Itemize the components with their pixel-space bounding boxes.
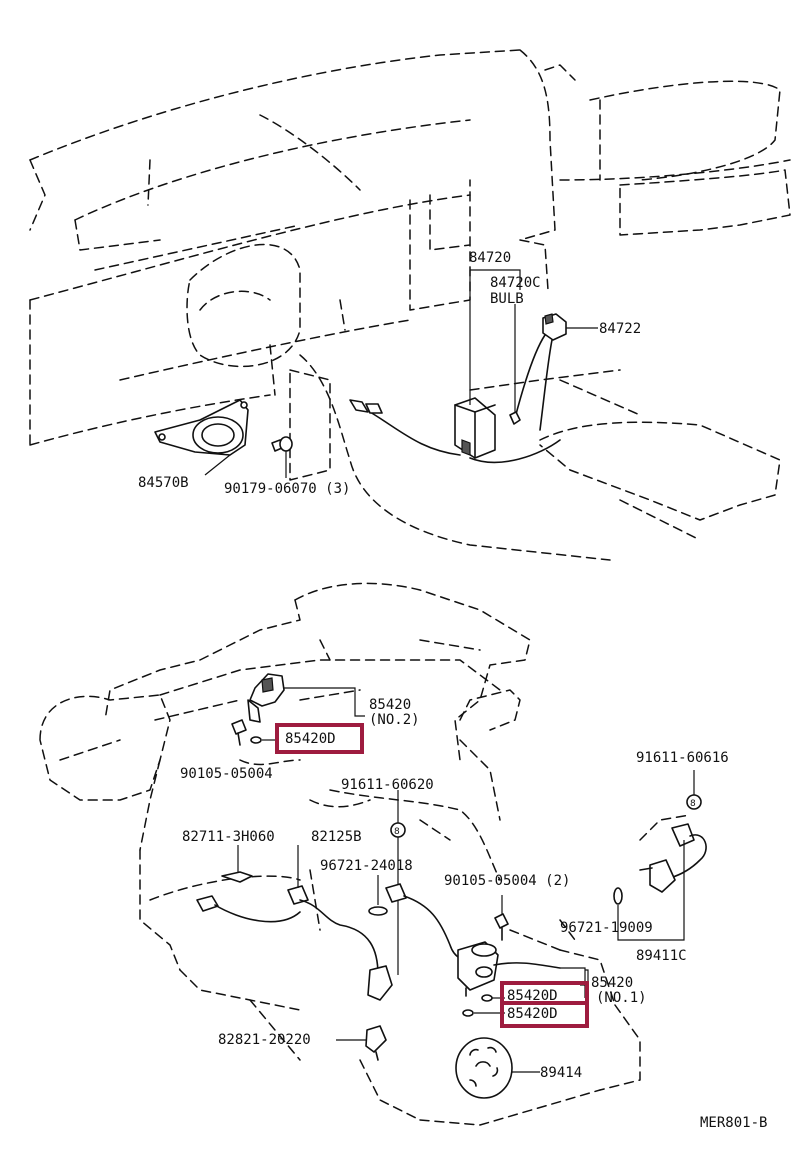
label-84720: 84720 — [469, 250, 512, 266]
clip-91611-60620: 8 — [390, 790, 406, 975]
relay-84720 — [349, 313, 567, 464]
engine-outline — [39, 582, 691, 1126]
highlight-85420d-no1-lower[interactable] — [500, 1001, 589, 1028]
sensor-85420-no1 — [385, 883, 561, 1017]
label-84720c: 84720C — [490, 275, 541, 291]
screw-90179 — [271, 436, 293, 478]
top-leaders — [204, 269, 598, 476]
reference-code: MER801-B — [700, 1115, 768, 1131]
label-90105-a: 90105-05004 — [180, 766, 273, 782]
gear-89414 — [455, 1037, 540, 1099]
label-89414: 89414 — [540, 1065, 583, 1081]
label-85420d-b: 85420D — [507, 988, 558, 1004]
label-84722: 84722 — [599, 321, 642, 337]
meter-bracket-84570b — [154, 399, 249, 456]
label-96721-b: 96721-19009 — [560, 920, 653, 936]
no2-leaders — [262, 687, 365, 741]
label-no2: (NO.2) — [369, 712, 420, 728]
grommet-96721-24018 — [368, 875, 388, 916]
bolt-90105-b — [494, 895, 509, 941]
label-85420d-a: 85420D — [285, 731, 336, 747]
label-85420-no2: 85420 — [369, 697, 412, 713]
label-no1: (NO.1) — [596, 990, 647, 1006]
label-82125b: 82125B — [311, 829, 362, 845]
label-85420d-c: 85420D — [507, 1006, 558, 1022]
label-90179: 90179-06070 (3) — [224, 481, 351, 497]
label-89411c: 89411C — [636, 948, 687, 964]
highlight-85420d-no2[interactable] — [275, 723, 364, 754]
sensor-85420-no2 — [231, 673, 285, 746]
label-84570b: 84570B — [138, 475, 189, 491]
speed-sensor-89411c: 8 — [613, 770, 707, 941]
harness-82125b — [196, 845, 393, 1001]
label-91611-a: 91611-60620 — [341, 777, 434, 793]
label-85420-no1: 85420 — [591, 975, 634, 991]
label-90105-b: 90105-05004 (2) — [444, 873, 571, 889]
sensor-82821 — [336, 1025, 387, 1061]
label-96721-a: 96721-24018 — [320, 858, 413, 874]
svg-text:8: 8 — [690, 799, 696, 809]
dashboard-outline — [29, 49, 791, 561]
label-82711: 82711-3H060 — [182, 829, 275, 845]
clamp-82711 — [221, 845, 253, 883]
svg-text:8: 8 — [394, 827, 400, 837]
label-bulb: BULB — [490, 291, 524, 307]
label-91611-b: 91611-60616 — [636, 750, 729, 766]
label-82821: 82821-20220 — [218, 1032, 311, 1048]
